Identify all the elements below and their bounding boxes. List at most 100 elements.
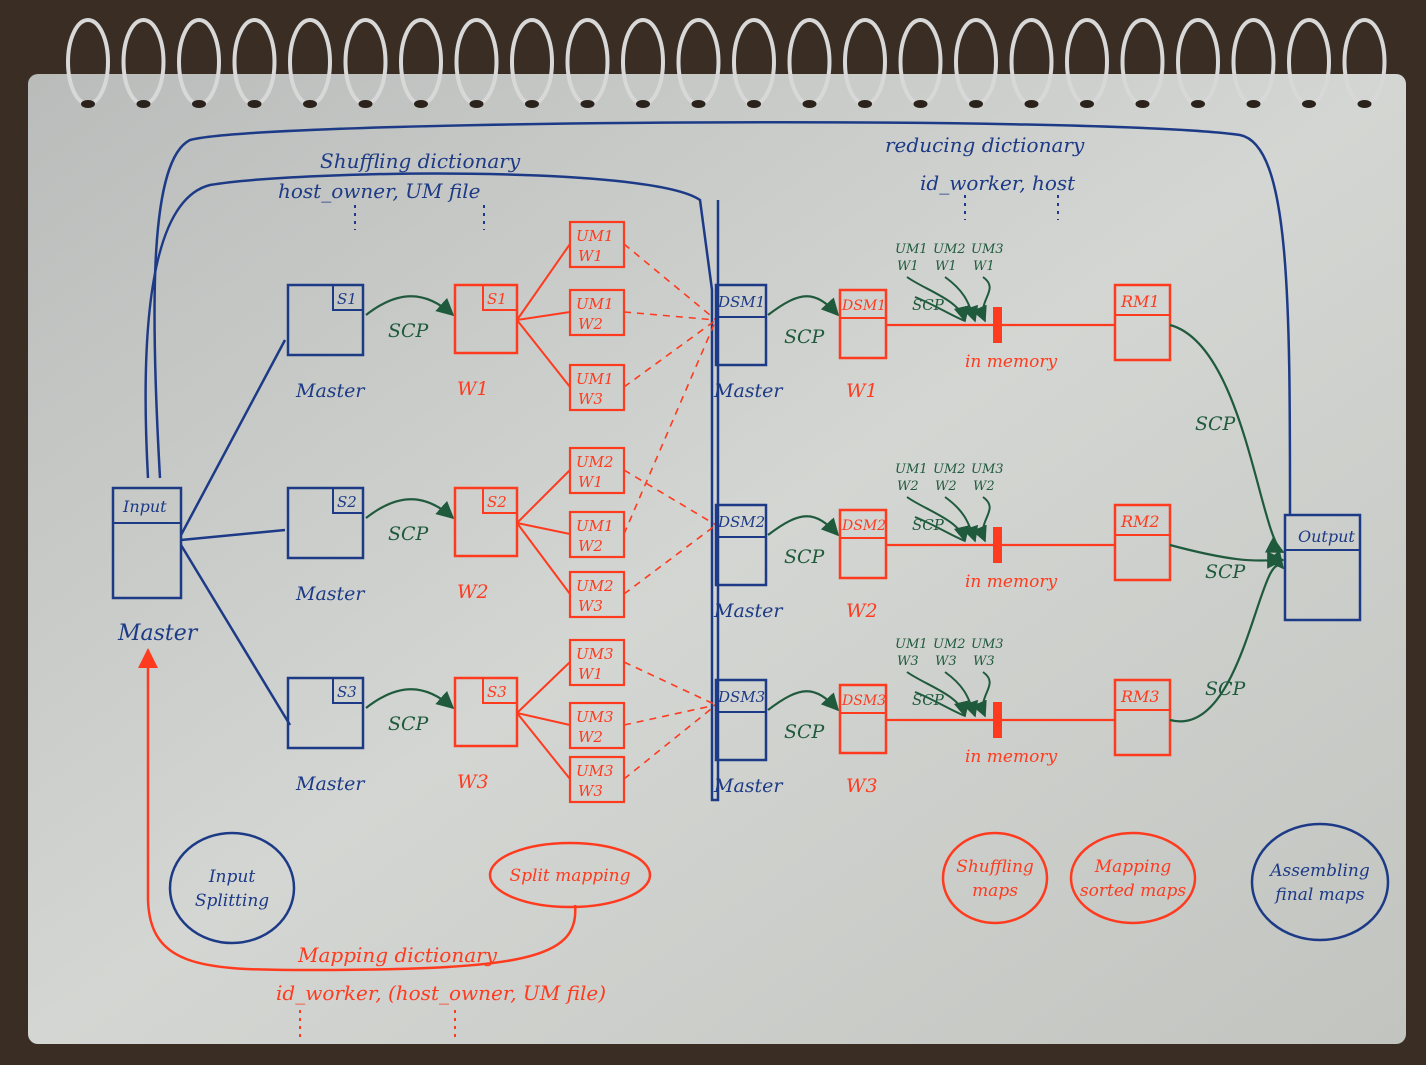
incoming-arrow [906,671,970,718]
scp-label: SCP [912,516,945,534]
punch-hole [580,100,595,108]
dsm-label: DSM2 [717,513,765,531]
dsm-worker-label: W3 [846,775,878,797]
um-file-worker: W1 [578,665,603,683]
phase-line1: Shuffling [956,857,1034,877]
in-memory-label: in memory [965,352,1057,372]
shuffle-link [623,704,717,780]
reducing-dictionary-keys: id_worker, host [920,171,1076,195]
um-file-worker: W3 [578,782,603,800]
dsm-master-box [714,283,768,367]
scp-arrow [767,690,840,712]
phase-bubble [1250,822,1390,942]
scp-label: SCP [388,320,430,342]
mapping-dictionary-title: Mapping dictionary [297,943,498,967]
punch-hole [1080,100,1094,108]
shuffle-link [623,319,717,388]
incoming-worker-label: W3 [897,654,919,669]
phase-bubble [488,841,652,909]
scp-arrow [365,498,455,520]
phase-line1: Mapping [1094,857,1172,877]
punch-hole [1302,100,1316,108]
split-link [179,544,292,726]
punch-hole [802,100,817,108]
split-worker-label: W3 [457,771,489,793]
split-label: S1 [337,290,357,308]
punch-hole [691,100,706,108]
um-file-box [568,363,626,412]
split-worker-label: W1 [457,378,489,400]
split-worker-tag-label: S3 [487,683,507,701]
punch-hole [747,100,761,108]
scp-arrow [767,515,840,537]
punch-hole [858,100,872,108]
incoming-worker-label: W3 [973,654,995,669]
rm-label: RM1 [1120,292,1160,311]
scp-label: SCP [1205,678,1247,700]
punch-hole [414,100,428,108]
scp-arrow [1169,323,1285,553]
split-worker-label: W2 [457,581,489,603]
incoming-um-label: UM2 [933,242,966,257]
dsm-worker-label: W2 [846,600,878,622]
shuffle-link [623,469,717,526]
scp-arrow [365,295,455,317]
dsm-worker-tag: DSM1 [841,298,886,314]
phase-line1: Split mapping [510,866,631,886]
in-memory-marker [993,702,1002,738]
rm-box [1113,503,1172,582]
incoming-worker-label: W1 [973,259,995,274]
in-memory-label: in memory [965,572,1057,592]
shuffling-dictionary-keys: host_owner, UM file [278,179,480,203]
dsm-worker-tag: DSM3 [841,693,886,709]
punch-hole [1357,100,1372,108]
um-file-label: UM3 [576,708,614,726]
um-file-worker: W1 [578,473,603,491]
scp-label: SCP [388,713,430,735]
punch-hole [358,100,373,108]
um-file-worker: W1 [578,247,603,265]
shuffling-dictionary-loop [144,172,720,802]
reducing-dictionary-title: reducing dictionary [885,133,1085,157]
punch-hole [136,100,151,108]
incoming-um-label: UM2 [933,462,966,477]
punch-hole [636,100,650,108]
um-file-label: UM2 [576,577,614,595]
dsm-master-box [714,678,768,762]
um-link [516,243,571,321]
split-worker-tag [482,284,518,311]
split-link [180,528,286,542]
scp-label: SCP [784,546,826,568]
um-file-label: UM3 [576,762,614,780]
scp-label: SCP [1195,413,1237,435]
um-link [516,522,571,595]
punch-hole [969,100,983,108]
output-box [1283,513,1362,622]
scp-label: SCP [388,523,430,545]
shuffle-link [623,311,717,321]
rm-label: RM3 [1120,687,1160,706]
spiral-binding [66,18,1387,108]
um-file-label: UM2 [576,453,614,471]
scp-arrow [365,688,455,710]
incoming-arrow [914,516,966,542]
um-file-worker: W2 [578,315,603,333]
split-link [179,339,287,536]
rm-box [1113,283,1172,362]
reducing-dictionary-loop [153,121,1292,516]
rm-box [1113,678,1172,757]
split-tag [332,677,364,704]
split-worker-tag [482,677,518,704]
scp-label: SCP [1205,561,1247,583]
scp-arrow [767,295,840,317]
dsm-master-box [714,503,768,587]
split-tag [332,284,364,311]
shuffle-link [623,243,717,321]
punch-hole [247,100,262,108]
um-file-worker: W3 [578,597,603,615]
um-file-label: UM1 [576,295,614,313]
punch-hole [192,100,206,108]
in-memory-label: in memory [965,747,1057,767]
incoming-um-label: UM3 [971,242,1004,257]
dsm-master-label: Master [713,775,784,797]
